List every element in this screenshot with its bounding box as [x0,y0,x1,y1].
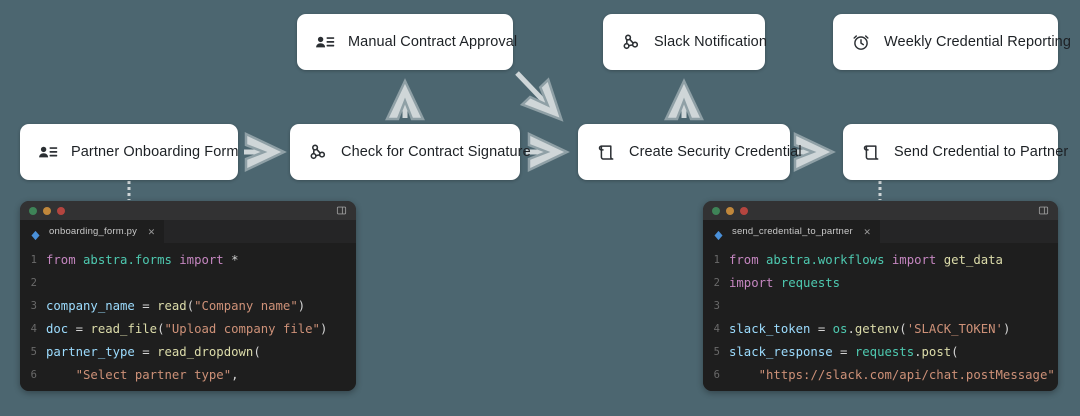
window-controls[interactable] [29,206,65,215]
node-label: Check for Contract Signature [341,144,531,160]
node-weekly-credential-reporting[interactable]: Weekly Credential Reporting [833,14,1071,70]
editor-tabbar[interactable]: send_credential_to_partner ✕ [703,220,1058,243]
line-number: 1 [713,253,720,266]
editor-code-area[interactable]: 1 from abstra.forms import * 2 3 company_nam… [20,243,356,391]
code-line: 1 from abstra.forms import * [20,248,356,271]
line-number: 3 [713,299,720,312]
editor-tab-label: send_credential_to_partner [732,226,853,237]
code-editor-send-credential[interactable]: send_credential_to_partner ✕ 1 from abstr… [703,201,1058,391]
editor-tab[interactable]: send_credential_to_partner ✕ [703,220,880,243]
code-line: 1 from abstra.workflows import get_data [703,248,1058,271]
node-label: Manual Contract Approval [348,34,518,50]
editor-titlebar [703,201,1058,220]
code-text: from abstra.forms import * [46,252,239,267]
python-file-icon [713,226,724,241]
editor-tab-label: onboarding_form.py [49,226,138,237]
code-text: company_name = read("Company name") [46,298,306,313]
line-number: 6 [713,368,720,381]
close-icon[interactable] [29,206,37,215]
script-icon [861,142,881,162]
code-line: 3 [703,294,1058,317]
line-number: 4 [30,322,37,335]
line-number: 4 [713,322,720,335]
node-check-for-contract-signature[interactable]: Check for Contract Signature [290,124,531,180]
python-file-icon [30,226,41,241]
node-label: Create Security Credential [629,144,802,160]
close-tab-icon[interactable]: ✕ [863,225,871,238]
maximize-icon[interactable] [740,206,748,215]
code-text: import requests [729,275,841,290]
minimize-icon[interactable] [43,206,51,215]
code-line: 5 partner_type = read_dropdown( [20,340,356,363]
node-label: Weekly Credential Reporting [884,34,1071,50]
webhook-icon [308,142,328,162]
close-icon[interactable] [712,206,720,215]
line-number: 2 [713,276,720,289]
code-text: partner_type = read_dropdown( [46,344,261,359]
code-line: 3 company_name = read("Company name") [20,294,356,317]
maximize-icon[interactable] [57,206,65,215]
code-line: 2 import requests [703,271,1058,294]
code-editor-onboarding-form[interactable]: onboarding_form.py ✕ 1 from abstra.forms … [20,201,356,391]
code-text: from abstra.workflows import get_data [729,252,1003,267]
form-icon [315,32,335,52]
window-controls[interactable] [712,206,748,215]
line-number: 1 [30,253,37,266]
code-text: slack_response = requests.post( [729,344,959,359]
script-icon [596,142,616,162]
editor-tab[interactable]: onboarding_form.py ✕ [20,220,164,243]
form-icon [38,142,58,162]
code-line: 2 [20,271,356,294]
line-number: 5 [30,345,37,358]
line-number: 3 [30,299,37,312]
arrow-approval-to-credential [515,71,564,122]
code-line: 6 "https://slack.com/api/chat.postMessag… [703,363,1058,386]
editor-titlebar [20,201,356,220]
code-text: "Select partner type", [75,367,239,382]
webhook-icon [621,32,641,52]
code-text: "https://slack.com/api/chat.postMessage" [758,367,1055,382]
node-create-security-credential[interactable]: Create Security Credential [578,124,802,180]
editor-tabbar[interactable]: onboarding_form.py ✕ [20,220,356,243]
line-number: 5 [713,345,720,358]
node-partner-onboarding-form[interactable]: Partner Onboarding Form [20,124,238,180]
code-line: 6 "Select partner type", [20,363,356,386]
code-text: slack_token = os.getenv('SLACK_TOKEN') [729,321,1011,336]
close-tab-icon[interactable]: ✕ [148,225,155,238]
node-label: Partner Onboarding Form [71,144,239,160]
minimize-icon[interactable] [726,206,734,215]
node-label: Slack Notification [654,34,768,50]
node-manual-contract-approval[interactable]: Manual Contract Approval [297,14,517,70]
code-line: 5 slack_response = requests.post( [703,340,1058,363]
node-label: Send Credential to Partner [894,144,1069,160]
split-panel-icon[interactable] [336,201,347,220]
split-panel-icon[interactable] [1038,201,1049,220]
node-send-credential-to-partner[interactable]: Send Credential to Partner [843,124,1068,180]
line-number: 2 [30,276,37,289]
clock-icon [851,32,871,52]
code-line: 4 doc = read_file("Upload company file") [20,317,356,340]
line-number: 6 [30,368,37,381]
code-text: doc = read_file("Upload company file") [46,321,328,336]
node-slack-notification[interactable]: Slack Notification [603,14,768,70]
code-line: 4 slack_token = os.getenv('SLACK_TOKEN') [703,317,1058,340]
